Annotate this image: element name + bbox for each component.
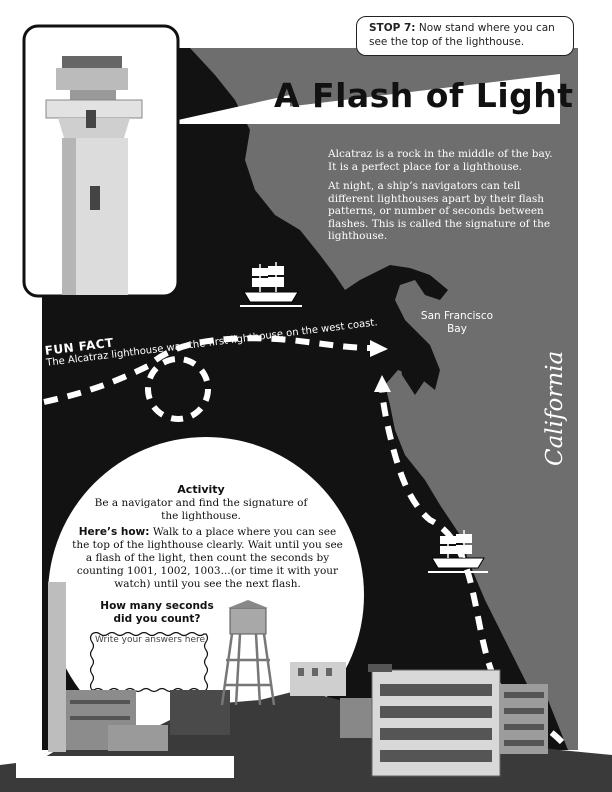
ship-route-loop bbox=[145, 356, 211, 422]
intro-text: Alcatraz is a rock in the middle of the … bbox=[328, 148, 554, 250]
howto-label: Here’s how: bbox=[78, 526, 150, 538]
lighthouse-photo bbox=[45, 56, 143, 295]
ship-route-upper bbox=[43, 335, 373, 405]
sailing-ship-icon bbox=[428, 530, 488, 573]
activity-question: How many seconds did you count? bbox=[100, 600, 214, 625]
blank-footer-box bbox=[16, 756, 234, 778]
california-land bbox=[190, 48, 578, 750]
stop-callout: STOP 7: Now stand where you can see the … bbox=[356, 16, 574, 56]
bay-label-line-1: San Francisco bbox=[420, 310, 494, 322]
bay-label-line-2: Bay bbox=[447, 323, 467, 335]
stop-instruction: Now stand where you can see the top of t… bbox=[369, 22, 555, 48]
route-arrow-east bbox=[370, 340, 388, 357]
stop-number: STOP 7: bbox=[369, 22, 416, 34]
intro-paragraph-2: At night, a ship’s navigators can tell d… bbox=[328, 180, 551, 242]
activity-instructions: Here’s how: Walk to a place where you ca… bbox=[70, 526, 345, 591]
activity-subtitle: Be a navigator and find the signature of… bbox=[94, 497, 308, 522]
sailing-ship-icon bbox=[240, 262, 302, 307]
answer-placeholder[interactable]: Write your answers here. bbox=[95, 635, 208, 645]
page-title: A Flash of Light bbox=[274, 76, 574, 115]
light-beam bbox=[178, 95, 290, 122]
bay-inlet bbox=[395, 330, 425, 395]
route-arrow-north bbox=[374, 375, 391, 392]
state-label: California bbox=[542, 350, 568, 466]
intro-paragraph-1: Alcatraz is a rock in the middle of the … bbox=[328, 148, 553, 173]
activity-heading: Activity bbox=[177, 483, 225, 496]
bay-label: San Francisco Bay bbox=[412, 310, 502, 336]
howto-text: Walk to a place where you can see the to… bbox=[72, 526, 343, 590]
